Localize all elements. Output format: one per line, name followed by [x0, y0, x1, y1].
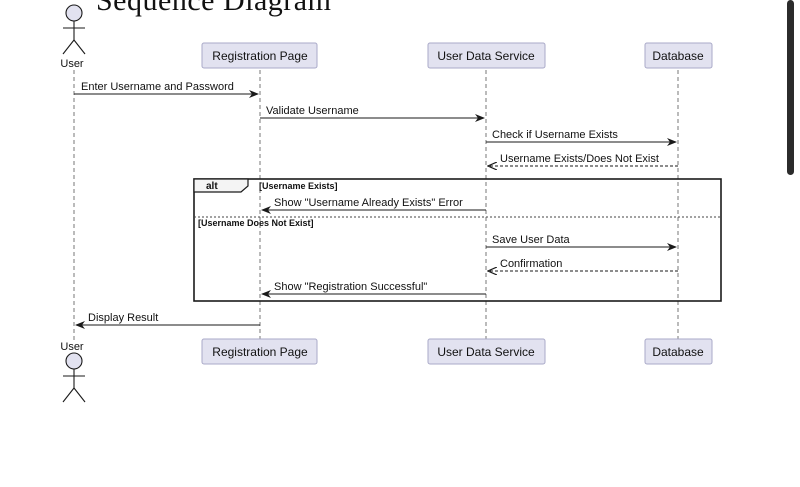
- vertical-scrollbar[interactable]: [787, 0, 794, 175]
- alt-operator-label: alt: [206, 181, 218, 192]
- participant-user-bottom: User: [60, 341, 84, 353]
- alt-guard-1: [Username Exists]: [259, 181, 338, 191]
- message-label-7: Confirmation: [500, 258, 562, 270]
- participant-registration-bottom-box: [201, 338, 318, 365]
- message-label-1: Enter Username and Password: [81, 81, 234, 93]
- participant-user-top: User: [60, 58, 84, 70]
- alt-guard-2: [Username Does Not Exist]: [198, 218, 314, 228]
- participant-service-top: User Data Service: [437, 49, 535, 63]
- participant-database-top: Database: [652, 49, 704, 63]
- actor-head-icon: [65, 352, 83, 370]
- message-label-8: Show "Registration Successful": [274, 281, 427, 293]
- participant-service-bottom: User Data Service: [437, 345, 535, 359]
- participant-database-bottom: Database: [652, 345, 704, 359]
- alt-fragment: alt [Username Exists] [Username Does Not…: [193, 178, 722, 302]
- actor-user-top: [62, 4, 86, 55]
- participant-service-top-box: [427, 42, 546, 69]
- message-label-9: Display Result: [88, 312, 158, 324]
- participant-database-top-box: [644, 42, 713, 69]
- alt-operator-tab: [193, 178, 249, 193]
- message-label-2: Validate Username: [266, 105, 359, 117]
- participant-registration-top: Registration Page: [212, 49, 308, 63]
- participant-service-bottom-box: [427, 338, 546, 365]
- actor-user-bottom: [62, 352, 86, 403]
- lifelines: [73, 70, 679, 340]
- page-heading-partial: Sequence Diagram: [96, 0, 332, 17]
- participant-registration-bottom: Registration Page: [212, 345, 308, 359]
- message-label-6: Save User Data: [492, 234, 571, 246]
- participant-registration-top-box: [201, 42, 318, 69]
- participant-database-bottom-box: [644, 338, 713, 365]
- alt-fragment-frame: [193, 178, 722, 302]
- message-label-5: Show "Username Already Exists" Error: [274, 197, 463, 209]
- actor-head-icon: [65, 4, 83, 22]
- message-label-4: Username Exists/Does Not Exist: [500, 153, 659, 165]
- message-label-3: Check if Username Exists: [492, 129, 618, 141]
